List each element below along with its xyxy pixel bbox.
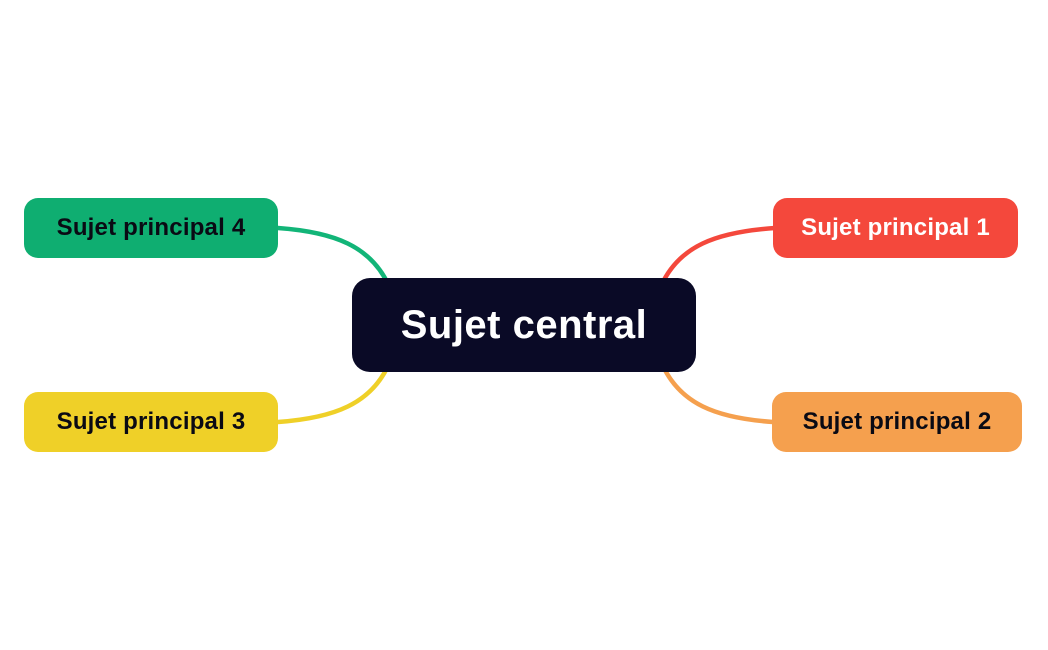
- connector-branch-3: [275, 361, 392, 425]
- connector-branch-4: [275, 225, 392, 289]
- branch-node-1-label: Sujet principal 1: [801, 214, 990, 241]
- branch-node-3[interactable]: Sujet principal 3: [24, 392, 278, 452]
- connector-branch-1: [658, 225, 778, 289]
- branch-node-1[interactable]: Sujet principal 1: [773, 198, 1018, 258]
- branch-node-2[interactable]: Sujet principal 2: [772, 392, 1022, 452]
- connector-branch-2: [659, 361, 776, 425]
- branch-node-4-label: Sujet principal 4: [56, 214, 246, 241]
- central-topic-label: Sujet central: [400, 302, 648, 347]
- central-topic-node[interactable]: Sujet central: [352, 278, 696, 372]
- branch-node-4[interactable]: Sujet principal 4: [24, 198, 278, 258]
- branch-node-2-label: Sujet principal 2: [802, 408, 992, 435]
- branch-node-3-label: Sujet principal 3: [56, 408, 246, 435]
